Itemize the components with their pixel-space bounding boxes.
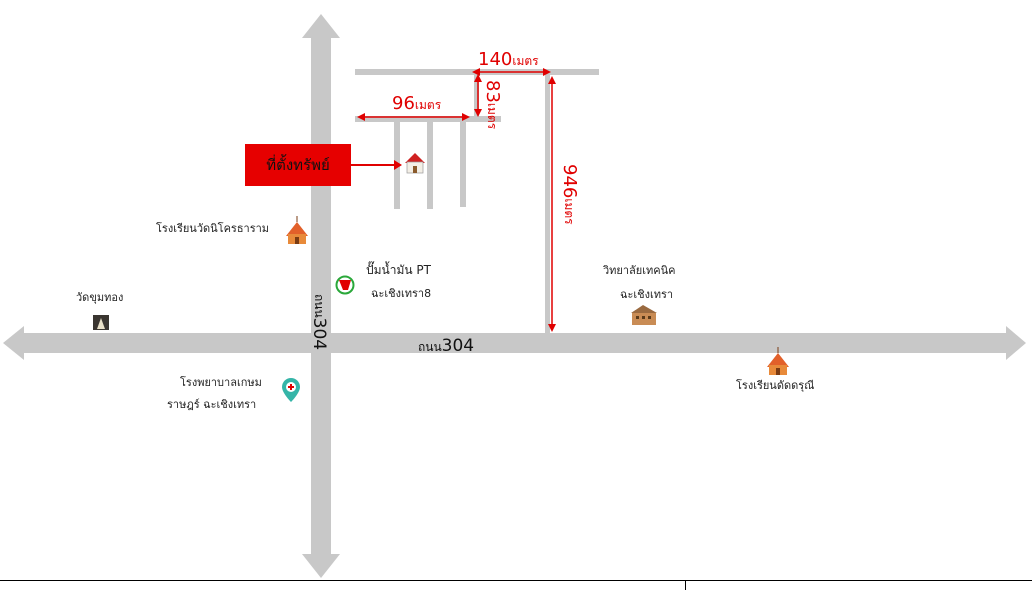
distance-unit: เมตร [485, 102, 499, 130]
school-icon [286, 216, 308, 244]
property-pointer-arrow [351, 160, 402, 170]
distance-label-140: 140เมตร [478, 49, 539, 71]
distance-label-946: 946เมตร [559, 164, 580, 225]
temple-icon [93, 315, 109, 330]
school-icon [767, 347, 789, 375]
hospital-icon [282, 378, 300, 402]
road-prefix: ถนน [312, 294, 326, 318]
road-prefix: ถนน [418, 340, 442, 354]
gas-station-icon [335, 275, 355, 295]
dimension-lines [357, 68, 556, 332]
distance-unit: เมตร [414, 98, 442, 112]
road-number: 304 [309, 317, 329, 351]
distance-unit: เมตร [562, 198, 576, 225]
road-label-vertical: ถนน304 [309, 294, 329, 350]
property-label: ที่ตั้งทรัพย์ [266, 156, 330, 174]
landmark-gas-station-branch: ฉะเชิงเทรา8 [371, 287, 432, 300]
distance-value: 96 [392, 93, 415, 114]
college-icon [631, 305, 657, 325]
gas-station-name: ปั๊มน้ำมัน PT [366, 263, 431, 277]
landmark-school-nikorn: โรงเรียนวัดนิโครธาราม [156, 222, 270, 235]
landmark-temple: วัดขุมทอง [76, 291, 124, 304]
bottom-frame [0, 580, 1032, 591]
bottom-frame-divider [685, 580, 686, 590]
distance-value: 946 [559, 164, 580, 199]
distance-label-96: 96เมตร [392, 93, 441, 115]
road-label-horizontal: ถนน304 [418, 336, 474, 357]
distance-value: 140 [478, 49, 513, 70]
distance-label-83: 83เมตร [482, 80, 503, 129]
landmark-hospital-line1: โรงพยาบาลเกษม [180, 376, 262, 389]
landmark-gas-station: ปั๊มน้ำมัน PT [366, 263, 431, 277]
road-number: 304 [441, 336, 475, 356]
distance-value: 83 [482, 80, 503, 103]
road-horizontal [3, 326, 1026, 360]
property-label-box: ที่ตั้งทรัพย์ [245, 144, 351, 186]
distance-unit: เมตร [512, 54, 539, 68]
landmark-college-line1: วิทยาลัยเทคนิค [603, 264, 676, 277]
landmark-school-datdarunee: โรงเรียนดัดดรุณี [736, 379, 815, 392]
landmark-hospital-line2: ราษฎร์ ฉะเชิงเทรา [167, 398, 257, 411]
house-icon [405, 153, 425, 174]
landmark-college-line2: ฉะเชิงเทรา [620, 288, 674, 301]
